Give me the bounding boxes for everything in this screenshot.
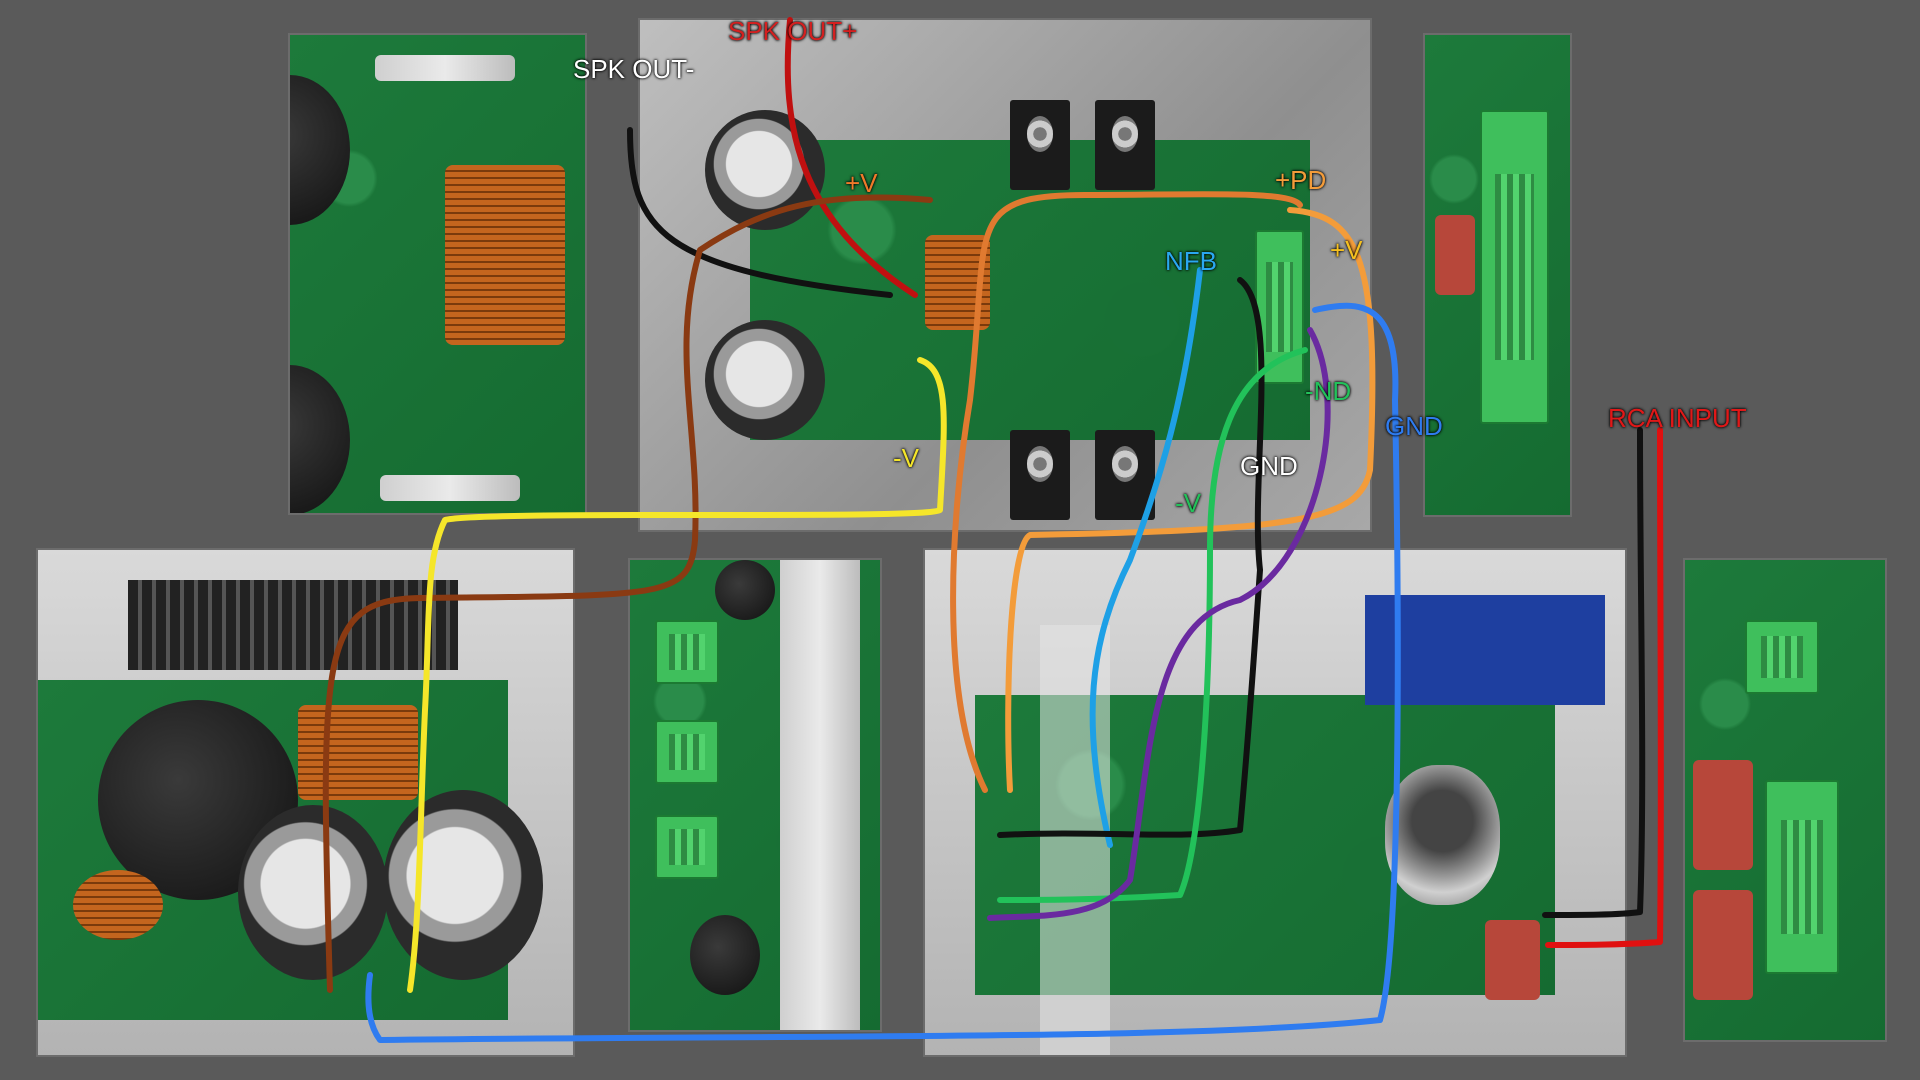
mosfet [1095, 100, 1155, 190]
inductor-coil [445, 165, 565, 345]
label-pos-pd: +PD [1275, 165, 1327, 195]
mosfet [1010, 430, 1070, 520]
vacuum-tube [1385, 765, 1500, 905]
label-neg-v-top: -V [893, 443, 919, 473]
label-gnd-blue: GND [1385, 411, 1443, 441]
preamp-tube-board-photo [925, 550, 1625, 1055]
label-neg-v-mid: -V [1175, 488, 1201, 518]
label-pos-v-right: +V [1330, 235, 1363, 265]
rca-input-board-photo [1685, 560, 1885, 1040]
mosfet [1010, 100, 1070, 190]
regulator-board-photo [630, 560, 880, 1030]
label-gnd-white: GND [1240, 451, 1298, 481]
label-spk-out-plus: SPK OUT+ [728, 16, 858, 46]
mosfet [1095, 430, 1155, 520]
label-spk-out-minus: SPK OUT- [573, 54, 695, 84]
label-nfb: NFB [1165, 246, 1217, 276]
label-neg-nd: -ND [1305, 376, 1352, 406]
label-pos-v-top: +V [845, 168, 878, 198]
output-filter-board-photo [290, 35, 585, 513]
label-rca-input: RCA INPUT [1608, 403, 1747, 433]
power-supply-chassis-photo [38, 550, 573, 1055]
terminal-strip-board-photo [1425, 35, 1570, 515]
